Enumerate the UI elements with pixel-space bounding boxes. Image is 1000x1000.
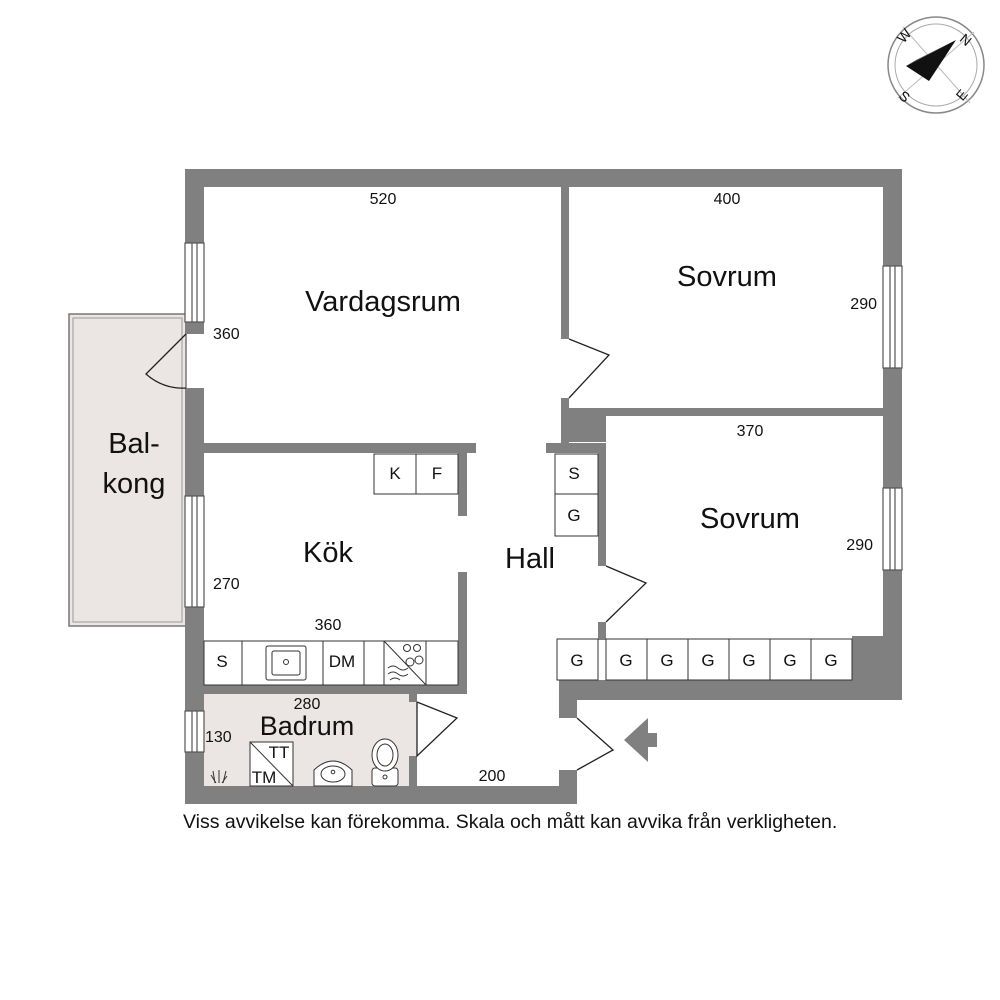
room-badrum: Badrum [260,711,355,741]
balcony [68,313,187,627]
dim-vardagsrum-width: 520 [370,191,397,208]
room-balkong-line1: Bal- [108,428,160,460]
wardrobe-label: G [783,651,796,670]
wardrobe-label: G [701,651,714,670]
hall-wardrobes [554,453,599,537]
room-balkong-line2: kong [103,468,166,500]
hall-wardrobe-2-label: G [567,506,580,525]
dim-vardagsrum-depth: 360 [213,326,240,343]
entrance-arrow-icon [624,718,657,762]
dim-hall-width: 200 [479,768,506,785]
floor-drain-icon [210,770,228,784]
entrance-door [576,717,615,771]
kitchen-counter [203,640,459,686]
room-sovrum-2: Sovrum [700,503,800,535]
stove-icon [403,644,411,652]
sink-cabinet-label: S [216,652,227,671]
wardrobe-label: G [570,651,583,670]
dishwasher-label: DM [329,652,355,671]
dim-sovrum2-width: 370 [737,423,764,440]
washer-label: TM [252,768,277,787]
room-kok: Kök [303,537,353,569]
dim-kok-depth: 270 [213,576,240,593]
room-hall: Hall [505,543,555,575]
dryer-label: TT [269,743,290,762]
hall-wardrobe-1-label: S [568,464,579,483]
dim-kok-width: 360 [315,617,342,634]
dim-badrum-depth: 130 [205,729,232,746]
balcony-door [145,333,187,389]
wardrobe-label: G [660,651,673,670]
fridge [373,453,417,495]
fridge-freezer [373,453,459,495]
bathroom-fixtures [210,738,399,787]
dim-sovrum1-width: 400 [714,191,741,208]
room-sovrum-1: Sovrum [677,261,777,293]
disclaimer-text: Viss avvikelse kan förekomma. Skala och … [183,811,838,833]
doors [145,333,648,771]
dim-sovrum1-depth: 290 [850,296,877,313]
dim-sovrum2-depth: 290 [846,537,873,554]
bedroom1-door [568,338,611,399]
compass: N E S W [887,16,985,114]
walls [185,169,902,804]
room-vardagsrum: Vardagsrum [305,286,461,318]
windows [184,242,903,753]
freezer [415,453,459,495]
wardrobe-label: G [619,651,632,670]
fridge-label: K [389,464,401,483]
bedroom-wardrobe-row [556,638,853,681]
bathroom-door [416,701,459,758]
wardrobe-label: G [824,651,837,670]
compass-needle-icon [906,40,956,81]
freezer-label: F [432,464,442,483]
wardrobe-label: G [742,651,755,670]
dim-badrum-width: 280 [294,696,321,713]
bedroom2-door [605,565,648,623]
